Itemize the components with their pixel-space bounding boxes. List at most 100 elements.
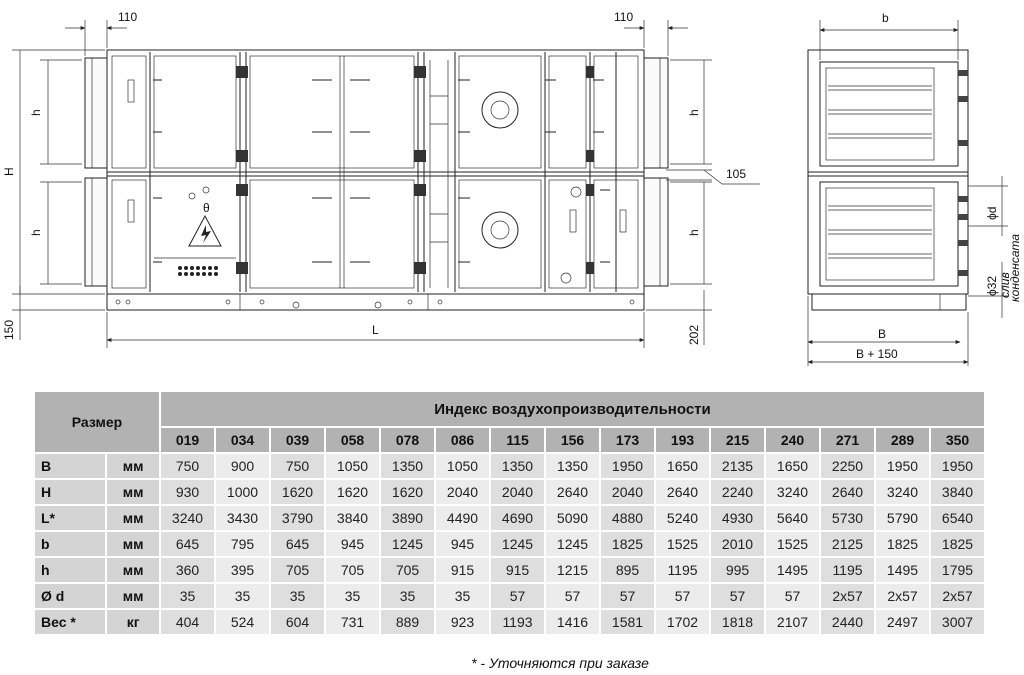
value-cell: 1495 — [766, 558, 819, 582]
value-cell: 900 — [216, 454, 269, 478]
value-cell: 57 — [601, 584, 654, 608]
value-cell: 5240 — [656, 506, 709, 530]
value-cell: 3890 — [381, 506, 434, 530]
value-cell: 1620 — [271, 480, 324, 504]
index-header-cell: 039 — [271, 428, 324, 452]
value-cell: 731 — [326, 610, 379, 634]
dim-L: L — [372, 323, 379, 337]
index-header-cell: 058 — [326, 428, 379, 452]
index-header-cell: 271 — [821, 428, 874, 452]
value-cell: 524 — [216, 610, 269, 634]
index-header-cell: 240 — [766, 428, 819, 452]
value-cell: 1620 — [326, 480, 379, 504]
value-cell: 1050 — [326, 454, 379, 478]
value-cell: 1950 — [931, 454, 984, 478]
dim-b-top: b — [882, 11, 889, 25]
value-cell: 2497 — [876, 610, 929, 634]
index-header-cell: 289 — [876, 428, 929, 452]
dim-B150: B + 150 — [856, 347, 898, 361]
param-label: Ø d — [35, 584, 106, 608]
value-cell: 2040 — [601, 480, 654, 504]
value-cell: 1350 — [491, 454, 544, 478]
value-cell: 35 — [381, 584, 434, 608]
dim-h-right-upper: h — [687, 109, 701, 116]
unit-label: мм — [107, 506, 159, 530]
value-cell: 1650 — [766, 454, 819, 478]
value-cell: 4930 — [711, 506, 764, 530]
index-header-cell: 034 — [216, 428, 269, 452]
value-cell: 57 — [656, 584, 709, 608]
side-dimensions: b ϕd ϕ32 слив конденсата B B + 150 — [807, 11, 1022, 366]
footnote: * - Уточняются при заказе — [471, 655, 649, 671]
dim-202: 202 — [687, 325, 701, 345]
value-cell: 705 — [381, 558, 434, 582]
spec-table: Размер Индекс воздухопроизводительности … — [33, 390, 986, 636]
param-label: L* — [35, 506, 106, 530]
value-cell: 750 — [161, 454, 214, 478]
value-cell: 1825 — [931, 532, 984, 556]
value-cell: 1000 — [216, 480, 269, 504]
value-cell: 915 — [436, 558, 489, 582]
value-cell: 35 — [216, 584, 269, 608]
value-cell: 1795 — [931, 558, 984, 582]
dim-h-upper: h — [29, 109, 43, 116]
value-cell: 1825 — [601, 532, 654, 556]
dim-phi-d: ϕd — [985, 207, 999, 220]
value-cell: 3790 — [271, 506, 324, 530]
value-cell: 930 — [161, 480, 214, 504]
value-cell: 3430 — [216, 506, 269, 530]
value-cell: 3240 — [161, 506, 214, 530]
hazard-sign-icon — [188, 214, 222, 247]
value-cell: 705 — [271, 558, 324, 582]
value-cell: 945 — [326, 532, 379, 556]
index-header-cell: 156 — [546, 428, 599, 452]
param-label: Вес * — [35, 610, 106, 634]
value-cell: 3840 — [931, 480, 984, 504]
value-cell: 57 — [491, 584, 544, 608]
value-cell: 360 — [161, 558, 214, 582]
value-cell: 1416 — [546, 610, 599, 634]
side-view — [807, 49, 969, 311]
value-cell: 5090 — [546, 506, 599, 530]
value-cell: 35 — [161, 584, 214, 608]
value-cell: 57 — [766, 584, 819, 608]
param-label: B — [35, 454, 106, 478]
param-label: b — [35, 532, 106, 556]
front-dimensions: 110 110 H h h 150 h h — [2, 10, 760, 348]
value-cell: 645 — [271, 532, 324, 556]
unit-label: мм — [107, 558, 159, 582]
header-size: Размер — [35, 392, 159, 452]
value-cell: 6540 — [931, 506, 984, 530]
param-label: h — [35, 558, 106, 582]
unit-label: кг — [107, 610, 159, 634]
unit-drawing: θ 110 110 H — [2, 10, 1022, 366]
value-cell: 35 — [271, 584, 324, 608]
dim-H: H — [2, 167, 16, 176]
value-cell: 1650 — [656, 454, 709, 478]
value-cell: 2640 — [546, 480, 599, 504]
value-cell: 3240 — [766, 480, 819, 504]
value-cell: 750 — [271, 454, 324, 478]
value-cell: 57 — [711, 584, 764, 608]
value-cell: 2040 — [436, 480, 489, 504]
value-cell: 2125 — [821, 532, 874, 556]
value-cell: 945 — [436, 532, 489, 556]
index-header-cell: 215 — [711, 428, 764, 452]
value-cell: 1350 — [381, 454, 434, 478]
value-cell: 795 — [216, 532, 269, 556]
value-cell: 895 — [601, 558, 654, 582]
theta-symbol: θ — [203, 201, 210, 215]
value-cell: 923 — [436, 610, 489, 634]
value-cell: 2640 — [656, 480, 709, 504]
value-cell: 1495 — [876, 558, 929, 582]
unit-label: мм — [107, 480, 159, 504]
value-cell: 1050 — [436, 454, 489, 478]
index-header-cell: 115 — [491, 428, 544, 452]
value-cell: 705 — [326, 558, 379, 582]
value-cell: 1950 — [876, 454, 929, 478]
value-cell: 2x57 — [821, 584, 874, 608]
